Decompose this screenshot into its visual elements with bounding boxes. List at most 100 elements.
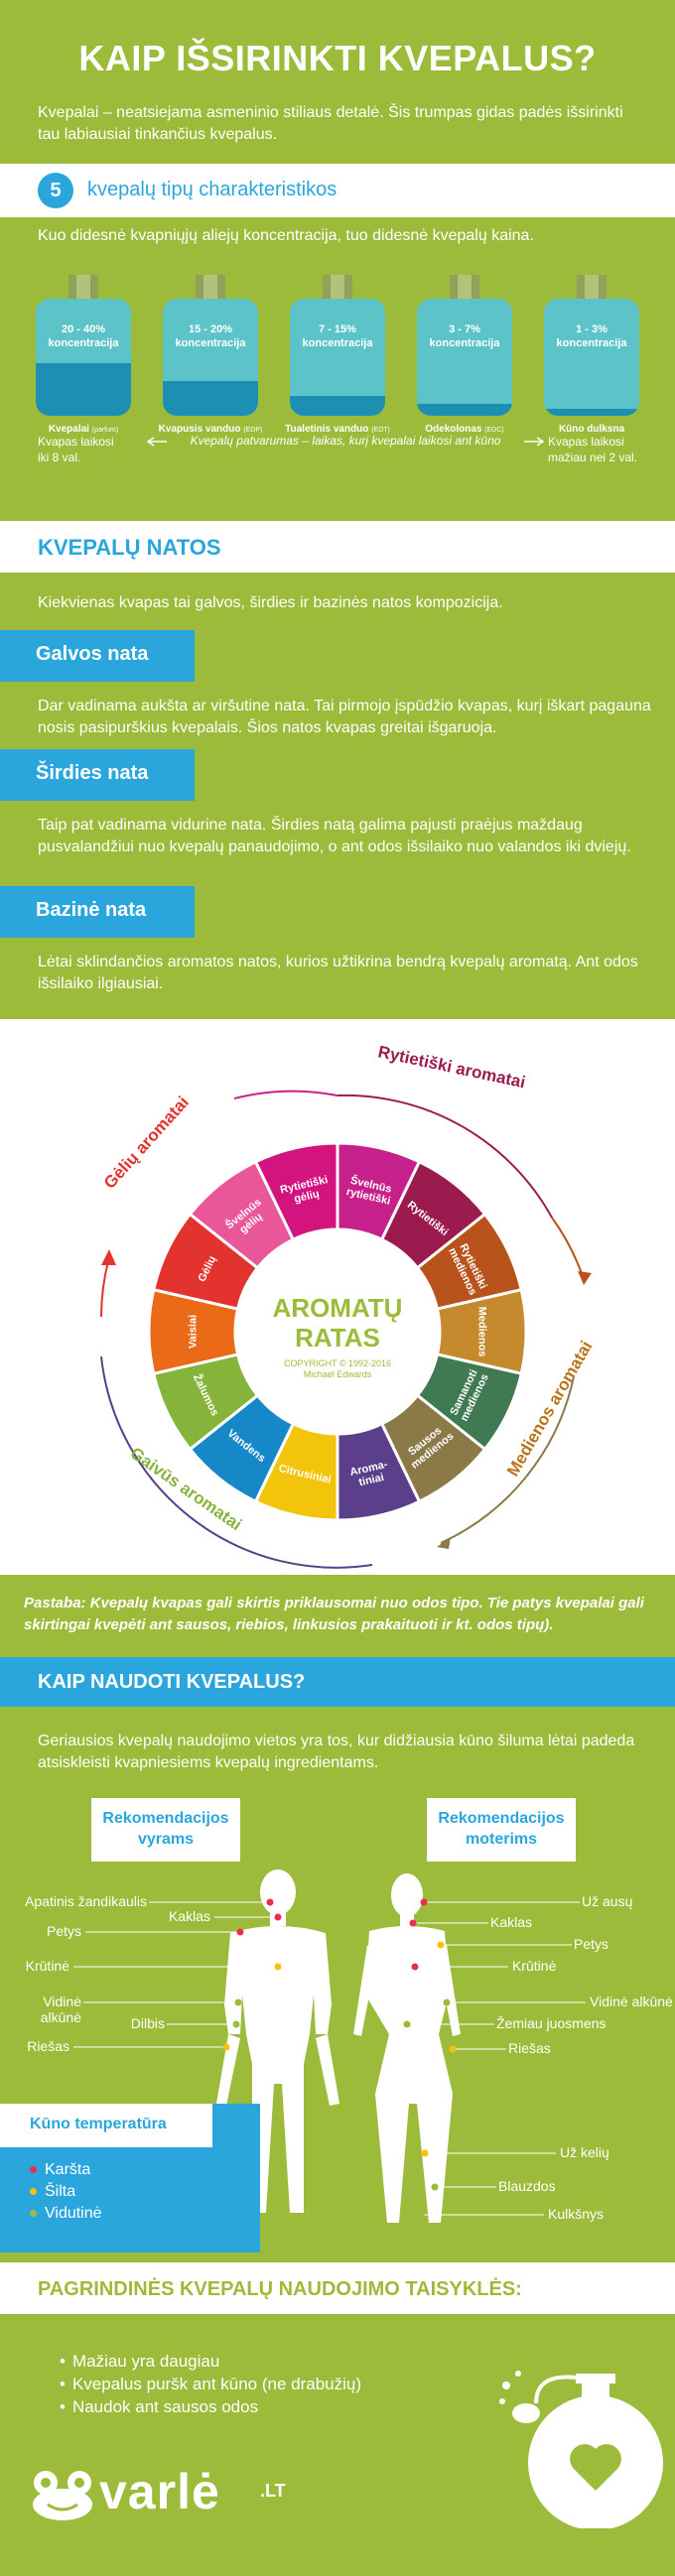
temperature-item: Šilta [30,2181,102,2203]
male-figure [216,1869,339,2213]
family-floral-label: Gėlių aromatai [100,1093,193,1192]
frog-icon [33,2471,92,2520]
bottle-body: 3 - 7%koncentracija [417,299,512,416]
rules-title: PAGRINDINĖS KVEPALŲ NAUDOJIMO TAISYKLĖS: [38,2278,522,2300]
bottle-concentration: 7 - 15%koncentracija [302,323,373,349]
bottle-body: 1 - 3%koncentracija [544,299,639,416]
base-note-tab: Bazinė nata [0,886,195,938]
men-label: Riešas [27,2038,69,2054]
bottle-liquid [544,409,639,416]
heart-note-tab: Širdies nata [0,749,195,801]
bottle-cap [450,275,479,299]
bottle-liquid [36,363,131,416]
temperature-item: Karšta [30,2159,102,2181]
heart-note-text: Taip pat vadinama vidurine nata. Širdies… [38,817,631,855]
men-label: Apatinis žandikaulis [25,1893,147,1909]
how-intro: Geriausios kvepalų naudojimo vietos yra … [38,1733,635,1771]
women-label: Blauzdos [498,2178,556,2194]
bottle-name: Odekolonas (EDC) [425,424,504,435]
types-header: 5 kvepalų tipų charakteristikos [0,164,675,217]
perfume-bottle-icon [499,2371,663,2528]
header: KAIP IŠSIRINKTI KVEPALUS? Kvepalai – nea… [0,0,675,164]
bottle-cap [68,275,98,299]
rule-item: Naudok ant sausos odos [60,2395,361,2418]
base-note-text: Lėtai sklindančios aromatos natos, kurio… [38,954,638,992]
types-intro: Kuo didesnė kvapniųjų aliejų koncentraci… [38,227,534,244]
bottle-body: 7 - 15%koncentracija [290,299,385,416]
bottle-name: Kvapusis vanduo (EDP) [158,424,263,435]
rule-item: Mažiau yra daugiau [60,2350,361,2373]
how-section: Geriausios kvepalų naudojimo vietos yra … [0,1707,675,2262]
heart-icon [570,2444,621,2491]
wheel-title-1: AROMATŲ [273,1293,403,1323]
bottle-concentration: 20 - 40%koncentracija [48,323,119,349]
women-label: Už kelių [560,2144,609,2160]
head-note-tab: Galvos nata [0,630,195,682]
note-text: Pastaba: Kvepalų kvapas gali skirtis pri… [24,1595,644,1633]
rule-item: Kvepalus puršk ant kūno (ne drabužių) [60,2373,361,2395]
women-label: Petys [574,1936,609,1952]
bottle-concentration: 3 - 7%koncentracija [429,323,500,349]
wheel-segment-label: Vaisiai [188,1315,200,1349]
men-label: Dilbis [130,2015,165,2031]
women-label: Už ausų [582,1893,633,1909]
notes-intro: Kiekvienas kvapas tai galvos, širdies ir… [38,594,503,611]
bottle-cap [323,275,352,299]
rules-section: Mažiau yra daugiauKvepalus puršk ant kūn… [0,2314,675,2528]
temperature-dot [30,2166,37,2174]
women-label: Žemiau juosmens [496,2015,607,2031]
bottle-name: Kvepalai (parfum) [48,424,119,435]
notes-title: KVEPALŲ NATOS [38,535,221,560]
bottle-concentration: 15 - 20%koncentracija [175,323,246,349]
logo-tld: .LT [260,2481,286,2501]
bottle-body: 15 - 20%koncentracija [163,299,258,416]
family-oriental-label: Rytietiški aromatai [376,1042,527,1092]
types-section: Kuo didesnė kvapniųjų aliejų koncentraci… [0,217,675,521]
temperature-dot [30,2188,37,2196]
header-intro: Kvepalai – neatsiejama asmeninio stiliau… [38,104,623,143]
male-pulse-points [222,1898,282,2051]
rules-header: PAGRINDINĖS KVEPALŲ NAUDOJIMO TAISYKLĖS: [0,2262,675,2314]
women-label: Riešas [508,2040,551,2056]
men-label: Krūtinė [25,1958,69,1974]
female-pulse-points [403,1898,457,2219]
men-label: Petys [46,1923,81,1939]
women-label: Kulkšnys [548,2206,605,2222]
notes-header: KVEPALŲ NATOS [0,521,675,573]
bottle-liquid [417,404,512,416]
how-header: KAIP NAUDOTI KVEPALUS? [0,1657,675,1707]
women-label: Vidinė alkūnė [590,1994,673,2009]
women-label: Krūtinė [512,1958,557,1974]
female-figure [353,1873,461,2223]
bottle-liquid [163,381,258,416]
wheel-copyright: COPYRIGHT © 1992-2016 [284,1358,391,1368]
bottle-name: Kūno dulksna [558,424,625,435]
temperature-dot [30,2210,37,2218]
types-number-badge: 5 [38,173,73,208]
women-label: Kaklas [490,1914,533,1930]
notes-section: Kiekvienas kvapas tai galvos, širdies ir… [0,573,675,1019]
types-title: kvepalų tipų charakteristikos [87,179,338,200]
aroma-wheel: ŠvelnūsrytietiškiRytietiškiRytietiškimed… [100,1042,596,1569]
wheel-segment-label: Medienos [476,1307,488,1357]
page-title: KAIP IŠSIRINKTI KVEPALUS? [78,38,597,78]
wheel-title-2: RATAS [295,1323,380,1352]
logo-text: varlė [99,2464,220,2519]
types-middle-note: Kvepalų patvarumas – laikas, kurį kvepal… [190,434,501,448]
note-section: Pastaba: Kvepalų kvapas gali skirtis pri… [0,1575,675,1657]
bottle-concentration: 1 - 3%koncentracija [556,323,627,349]
how-title: KAIP NAUDOTI KVEPALUS? [38,1671,306,1693]
wheel-author: Michael Edwards [304,1369,372,1379]
bottle-liquid [290,396,385,416]
bottle-name: Tualetinis vanduo (EDT) [285,424,390,435]
body-figures [73,1869,586,2223]
bottle-body: 20 - 40%koncentracija [36,299,131,416]
bottle-cap [577,275,607,299]
men-label: Vidinė alkūnė [40,1994,81,2025]
